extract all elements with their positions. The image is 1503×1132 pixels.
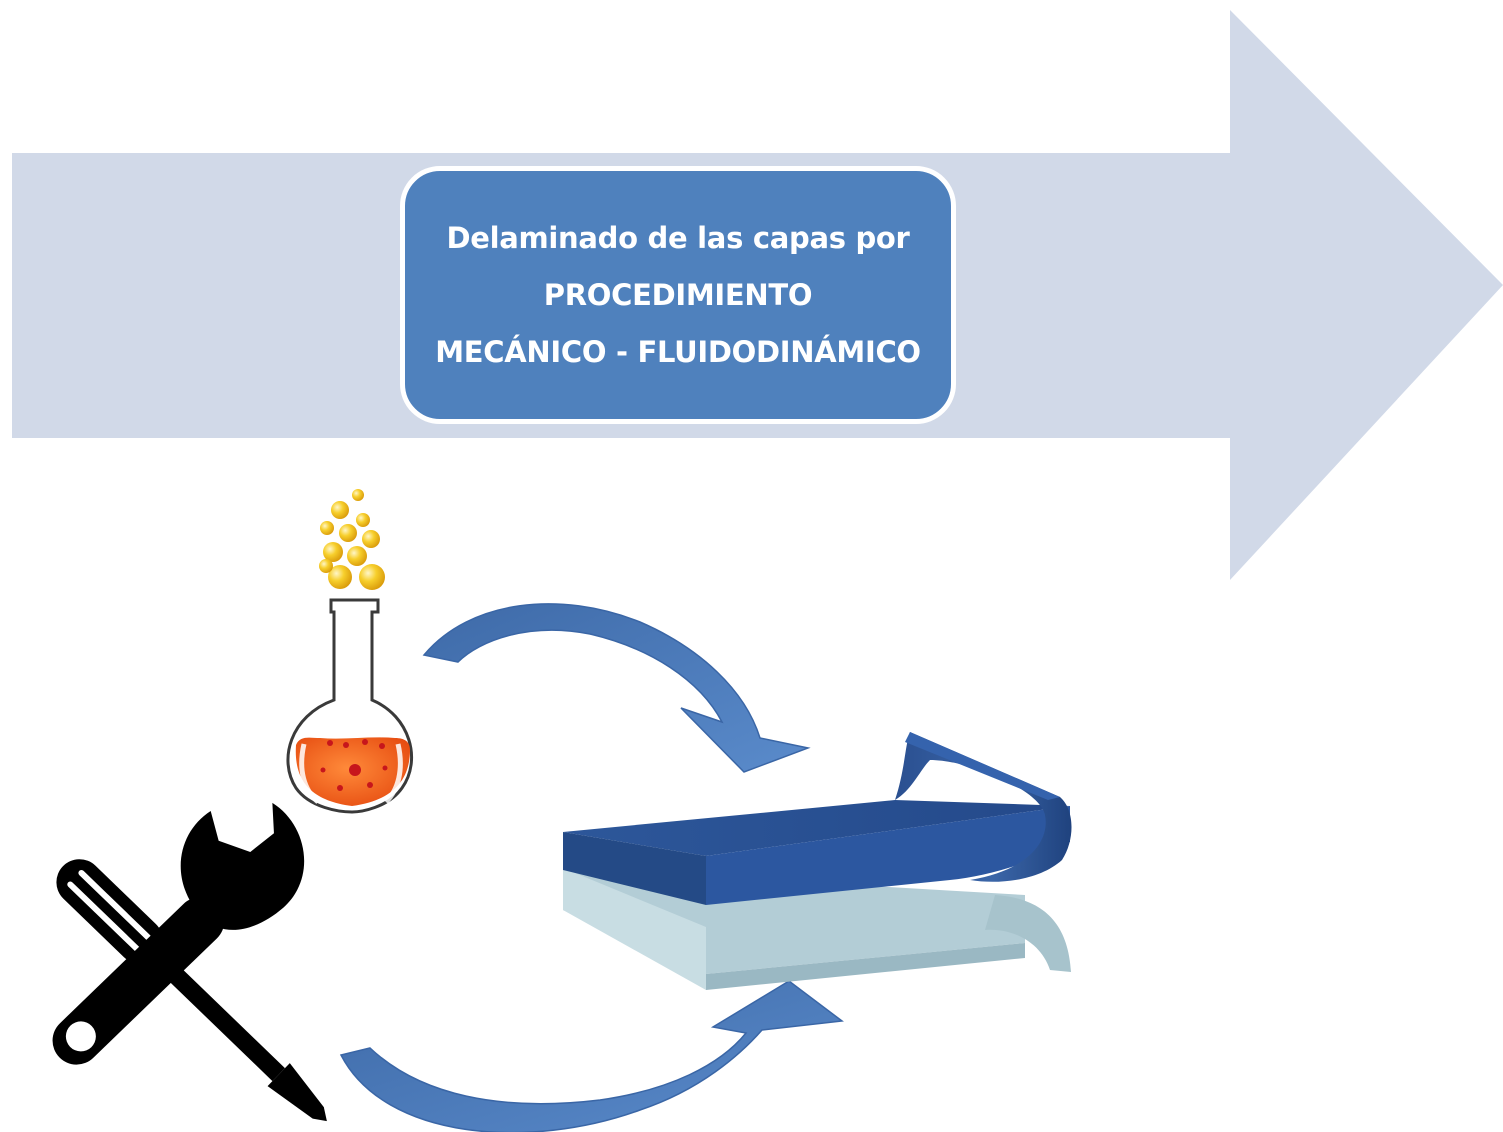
delaminating-layers-icon [563, 732, 1072, 990]
title-line-2: PROCEDIMIENTO [543, 278, 813, 312]
curved-arrow-up-icon [339, 980, 844, 1132]
title-line-1: Delaminado de las capas por [446, 221, 910, 255]
wrench-screwdriver-icon [52, 802, 327, 1122]
title-line-3: MECÁNICO - FLUIDODINÁMICO [435, 335, 921, 369]
curved-arrow-down-icon [422, 603, 811, 773]
process-title-box: Delaminado de las capas por PROCEDIMIENT… [400, 166, 956, 424]
chemical-flask-icon [286, 489, 414, 814]
